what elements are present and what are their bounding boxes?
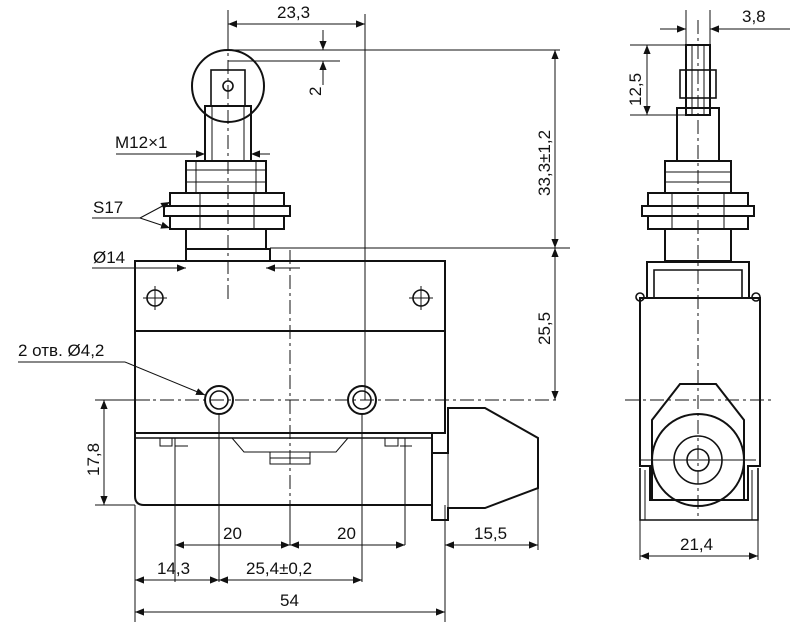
dim-thread: M12×1 [115, 133, 167, 152]
dim-overall-width: 54 [280, 591, 299, 610]
switch-body [134, 260, 446, 506]
dim-mount-height: 17,8 [84, 443, 103, 476]
dim-edge-offset: 14,3 [157, 559, 190, 578]
dim-roller-height: 12,5 [626, 73, 645, 106]
dim-body-upper-height: 25,5 [535, 312, 554, 345]
dim-holes: 2 отв. Ø4,2 [18, 341, 104, 360]
side-actuator [640, 383, 756, 507]
side-body [639, 297, 761, 521]
dim-body-width: 21,4 [680, 535, 713, 554]
dim-nut: S17 [93, 198, 123, 217]
dim-lever-width: 15,5 [474, 524, 507, 543]
dim-hole-spacing: 25,4±0,2 [246, 559, 312, 578]
dim-hole-right-offset: 20 [337, 524, 356, 543]
side-lever [431, 407, 539, 521]
dim-hole-left-offset: 20 [223, 524, 242, 543]
dim-bushing-diameter: Ø14 [93, 248, 125, 267]
dim-plunger-height: 33,3±1,2 [535, 130, 554, 196]
hex-nut [163, 192, 291, 230]
dim-roller-offset: 23,3 [277, 3, 310, 22]
dim-roller-gap: 2 [306, 87, 325, 96]
front-view: 23,3 2 33,3±1,2 M12×1 S17 Ø14 2 отв. Ø4,… [18, 3, 570, 622]
side-view: 3,8 12,5 21,4 [625, 7, 790, 560]
threaded-bushing [185, 160, 267, 194]
dim-roller-width: 3,8 [742, 7, 766, 26]
side-roller [679, 44, 717, 116]
